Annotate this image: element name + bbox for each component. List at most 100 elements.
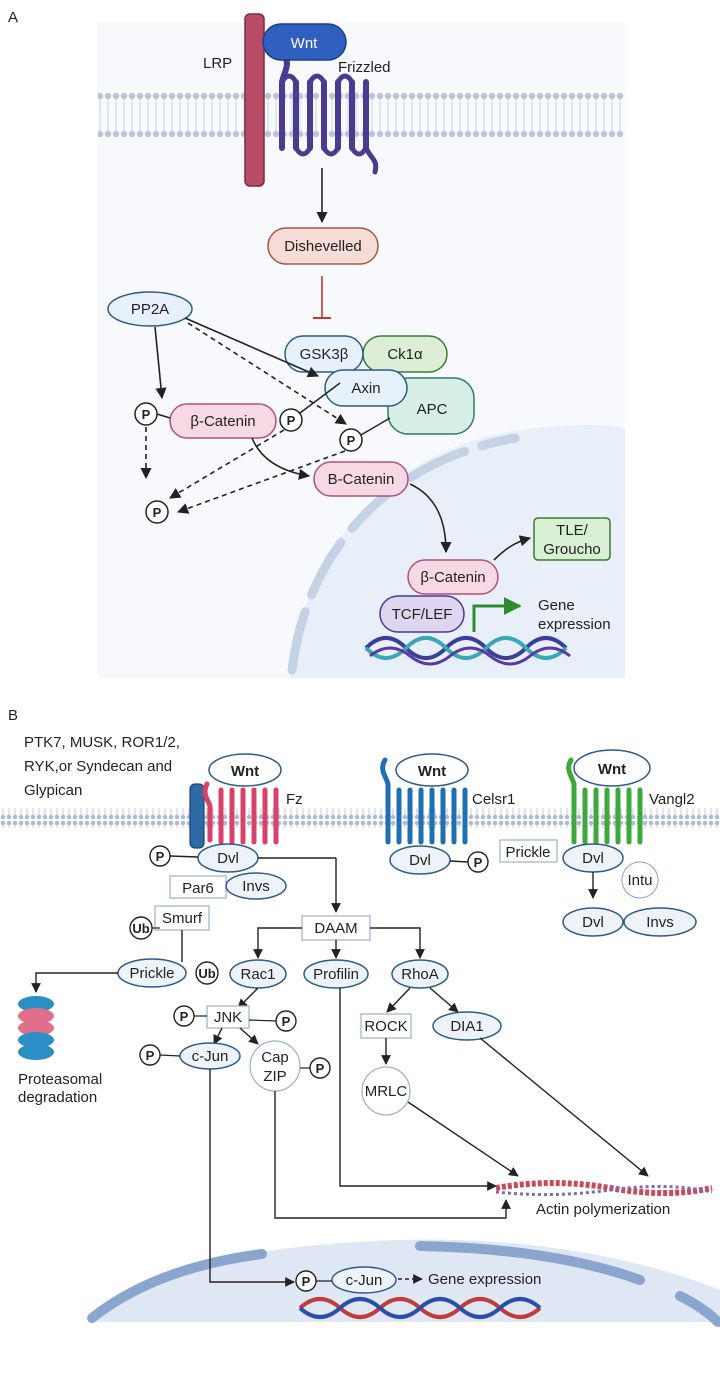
pp2a-label: PP2A	[131, 301, 169, 318]
actin-filament-icon	[495, 1180, 713, 1197]
svg-text:Ub: Ub	[198, 966, 215, 981]
cap-zip-label-1: Cap	[261, 1049, 289, 1066]
plasma-membrane-a	[98, 92, 625, 138]
jnk-box	[206, 1005, 250, 1029]
coreceptor-label-1: PTK7, MUSK, ROR1/2,	[24, 734, 180, 751]
arrow-dia1-to-actin	[479, 1037, 649, 1177]
actin-polymerization-label: Actin polymerization	[536, 1201, 670, 1218]
panel-a: A LRP Wnt Frizzled Dishevelled	[8, 9, 625, 678]
wnt-label-vangl2: Wnt	[598, 761, 626, 778]
dna-helix-a	[364, 636, 571, 666]
dvl-label-celsr1: Dvl	[409, 852, 431, 869]
daam-label: DAAM	[314, 920, 357, 937]
gene-expression-label-2: expression	[538, 616, 611, 633]
vangl2-label: Vangl2	[649, 791, 695, 808]
frizzled-label: Frizzled	[338, 59, 391, 76]
svg-text:P: P	[156, 849, 165, 864]
dia1-node	[432, 1011, 502, 1041]
arrow-rhoa-to-dia1	[429, 987, 459, 1013]
invs-node-vangl2	[623, 907, 697, 937]
arrow-into-nucleus	[409, 483, 452, 554]
coreceptor-label-2: RYK,or Syndecan and	[24, 758, 172, 775]
rock-box	[360, 1013, 412, 1039]
rhoa-label: RhoA	[401, 966, 439, 983]
svg-text:P: P	[302, 1274, 311, 1289]
proteasomal-label-1: Proteasomal	[18, 1071, 102, 1088]
svg-text:P: P	[142, 407, 151, 422]
c-jun-nuclear-node	[331, 1266, 397, 1294]
dishevelled-label: Dishevelled	[284, 238, 362, 255]
arrow-pp2a-to-p3	[187, 322, 347, 425]
mrlc-node	[361, 1066, 411, 1116]
svg-text:P: P	[153, 505, 162, 520]
wnt-ligand-vangl2	[573, 749, 651, 787]
arrow-prickle-to-proteasome	[31, 972, 118, 993]
arrow-to-tle	[493, 535, 532, 561]
p3-link	[360, 417, 391, 436]
panel-b: B PTK7, MUSK, ROR1/2, RYK,or Syndecan an…	[0, 707, 720, 1327]
arrow-daam-to-rac1	[253, 927, 302, 959]
p-link-jnk-right	[248, 1019, 277, 1022]
arrow-jnk-to-cjun	[213, 1027, 223, 1045]
dvl-label-vangl2: Dvl	[582, 850, 604, 867]
p2-link	[299, 382, 341, 414]
plasma-membrane-b	[0, 808, 720, 828]
wnt-ligand-celsr1	[395, 753, 469, 787]
dvl-node-lower	[562, 907, 624, 937]
arrow-cjun-to-nucleus	[209, 1069, 295, 1287]
c-jun-label: c-Jun	[192, 1048, 229, 1065]
phospho-dvl-celsr1: P	[467, 851, 489, 873]
intu-node	[621, 861, 659, 899]
mrlc-label: MRLC	[365, 1083, 408, 1100]
tcf-lef-node	[379, 595, 465, 633]
beta-catenin-cyto-node	[169, 403, 277, 439]
arrow-daam-to-rhoa	[370, 927, 425, 959]
nuclear-envelope-b-1	[87, 1249, 267, 1323]
nuclear-envelope-b-2	[415, 1241, 645, 1285]
rock-label: ROCK	[364, 1018, 407, 1035]
ck1a-label: Ck1α	[387, 346, 423, 363]
tle-label-1: TLE/	[556, 522, 589, 539]
lrp-receptor	[244, 13, 265, 187]
svg-text:P: P	[474, 855, 483, 870]
beta-catenin-nuclear-node	[407, 559, 499, 595]
arrow-capzip-to-actin	[274, 1091, 511, 1219]
axin-label: Axin	[351, 380, 380, 397]
panel-a-letter: A	[8, 9, 18, 26]
prickle-label: Prickle	[129, 965, 174, 982]
arrow-profilin-to-actin	[339, 988, 497, 1191]
phospho-p4: P	[145, 500, 169, 524]
ub-prickle: Ub	[195, 961, 219, 985]
arrow-betacatenin-to-bcatenin	[251, 437, 311, 480]
dvl-label-lower: Dvl	[582, 914, 604, 931]
invs-label-fz: Invs	[242, 878, 270, 895]
arrow-pp2a-to-axin	[184, 317, 320, 378]
phospho-cjun: P	[139, 1044, 161, 1066]
arrow-p2-to-p4	[169, 429, 285, 499]
fz-receptor-b	[202, 781, 279, 845]
arrow-mrlc-to-actin	[407, 1101, 519, 1177]
transcription-arrow-a	[472, 597, 522, 632]
phospho-dvl-fz: P	[149, 845, 171, 867]
wnt-label-celsr1: Wnt	[418, 763, 446, 780]
axin-node	[324, 369, 408, 407]
p1-link	[156, 413, 171, 419]
gene-expression-label-1: Gene	[538, 597, 575, 614]
invs-node-fz	[225, 872, 287, 900]
fz-label: Fz	[286, 791, 303, 808]
svg-text:P: P	[180, 1009, 189, 1024]
beta-catenin-cyto-label: β-Catenin	[190, 413, 255, 430]
arrow-rhoa-to-rock	[386, 987, 411, 1013]
phospho-jnk-right: P	[275, 1010, 297, 1032]
arrow-pp2a-to-betacatenin	[154, 326, 167, 400]
b-catenin-label: B-Catenin	[328, 471, 395, 488]
wnt-label-fz: Wnt	[231, 763, 259, 780]
invs-label-vangl2: Invs	[646, 914, 674, 931]
svg-text:P: P	[282, 1014, 291, 1029]
phospho-jnk-left: P	[173, 1005, 195, 1027]
pp2a-node	[107, 291, 193, 327]
profilin-label: Profilin	[313, 966, 359, 983]
arrow-jnk-to-capzip	[239, 1027, 259, 1045]
intu-label: Intu	[627, 872, 652, 889]
